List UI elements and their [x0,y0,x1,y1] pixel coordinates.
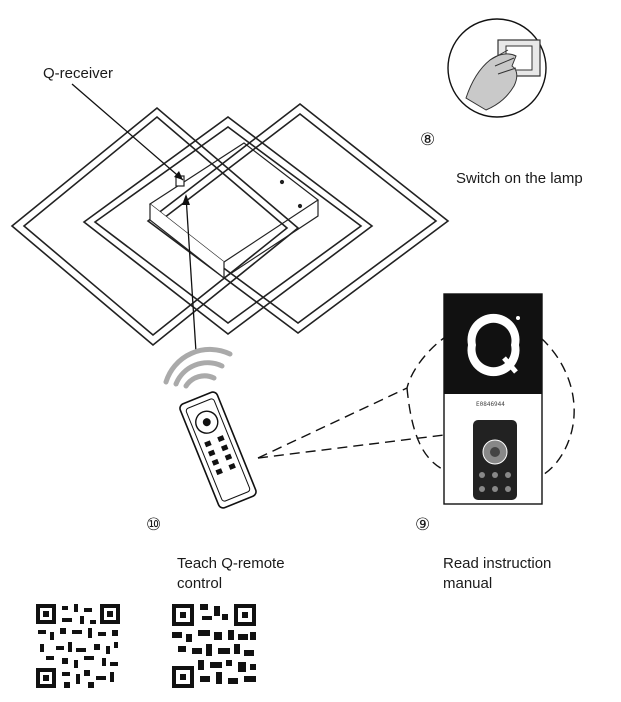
qr-code-2 [172,604,256,688]
qr-code-1 [36,604,120,688]
read-manual-label: Read instruction manual [443,555,552,592]
q-receiver-label: Q-receiver [43,65,114,82]
teach-remote-label: Teach Q-remote control [177,555,285,592]
switch-on-label: Switch on the lamp [456,170,583,187]
manual-code: E0846944 [476,401,505,408]
signal-arrow [185,195,197,353]
remote-control-icon [179,391,257,509]
step-8-number: ⑧ [420,130,436,150]
lamp-housing [148,142,320,280]
manual-booklet-icon [443,293,543,505]
dashed-connectors [257,337,575,477]
receiver-pointer [71,83,184,181]
lamp-frames [10,102,450,347]
switch-hand-icon [447,18,547,118]
step-9-number: ⑨ [415,515,431,535]
signal-waves-icon [163,346,233,389]
step-10-number: ⑩ [146,515,162,535]
